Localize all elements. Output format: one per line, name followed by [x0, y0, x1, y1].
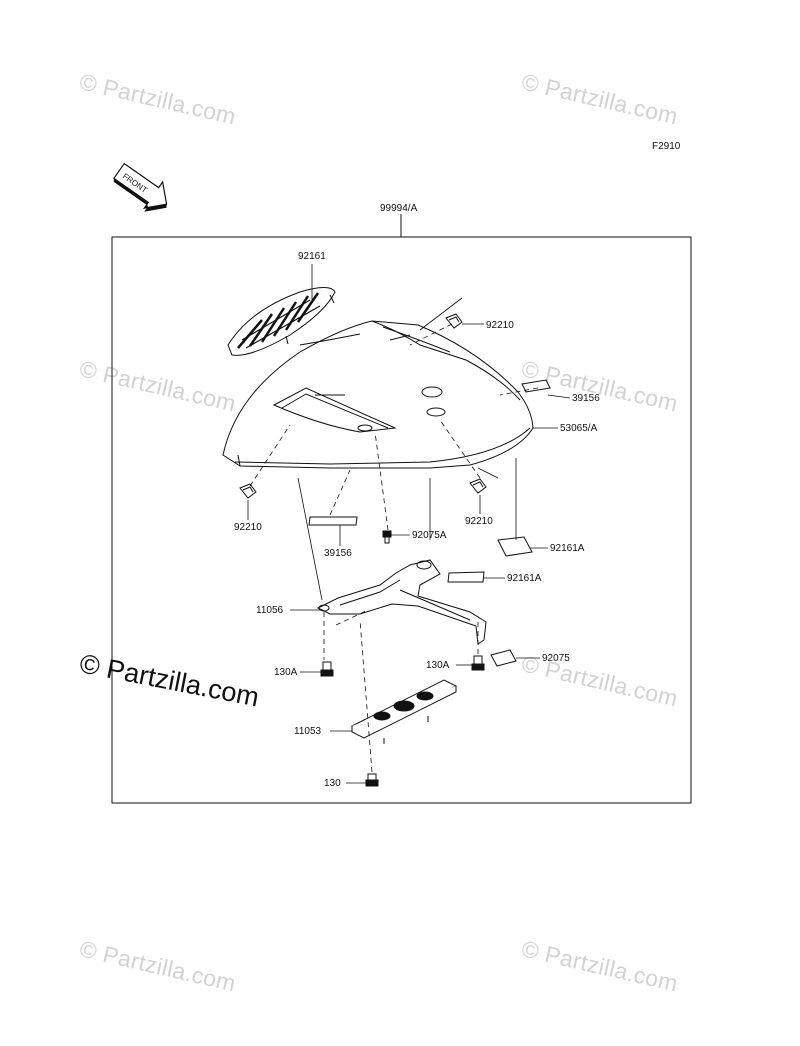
- pad-92161A-right: [497, 536, 533, 557]
- assembly-lines: [249, 323, 539, 773]
- plate-11053: [350, 679, 458, 744]
- part-label-130A-right: 130A: [426, 660, 450, 671]
- part-label-53065A: 53065/A: [560, 423, 598, 434]
- clip-nut-92210-left: [239, 483, 257, 499]
- part-label-39156-right: 39156: [572, 393, 600, 404]
- part-label-92161: 92161: [298, 251, 326, 262]
- part-label-92161A-mid: 92161A: [507, 573, 542, 584]
- damper-39156-left: [308, 516, 358, 526]
- part-label-130A-left: 130A: [274, 667, 298, 678]
- part-label-99994A: 99994/A: [380, 203, 418, 214]
- part-label-39156-left: 39156: [324, 548, 352, 559]
- figure-code: F2910: [652, 141, 681, 152]
- bolt-130: [365, 773, 379, 787]
- part-label-92161A-right: 92161A: [550, 543, 585, 554]
- part-label-92075: 92075: [542, 653, 570, 664]
- pad-92075: [490, 649, 517, 667]
- damper-39156-right: [521, 379, 551, 393]
- bolt-130A-left: [320, 661, 334, 677]
- part-label-92075A: 92075A: [412, 530, 447, 541]
- leader-lines: [247, 264, 571, 784]
- part-label-130: 130: [324, 778, 341, 789]
- part-label-11056: 11056: [256, 605, 284, 616]
- bolt-130A-right: [471, 655, 485, 671]
- part-label-92210-mid: 92210: [465, 516, 493, 527]
- clip-nut-92210-mid: [469, 478, 487, 494]
- bracket-11056: [316, 559, 487, 645]
- seat-cowl-53065A: [222, 320, 534, 469]
- grab-handle-92161: [227, 287, 336, 356]
- part-label-92210-top: 92210: [486, 320, 514, 331]
- front-arrow-icon: FRONT: [113, 162, 168, 212]
- pad-92161A-mid: [447, 571, 485, 583]
- screw-92075A: [382, 530, 392, 544]
- part-label-11053: 11053: [294, 726, 322, 737]
- part-label-92210-left: 92210: [234, 522, 262, 533]
